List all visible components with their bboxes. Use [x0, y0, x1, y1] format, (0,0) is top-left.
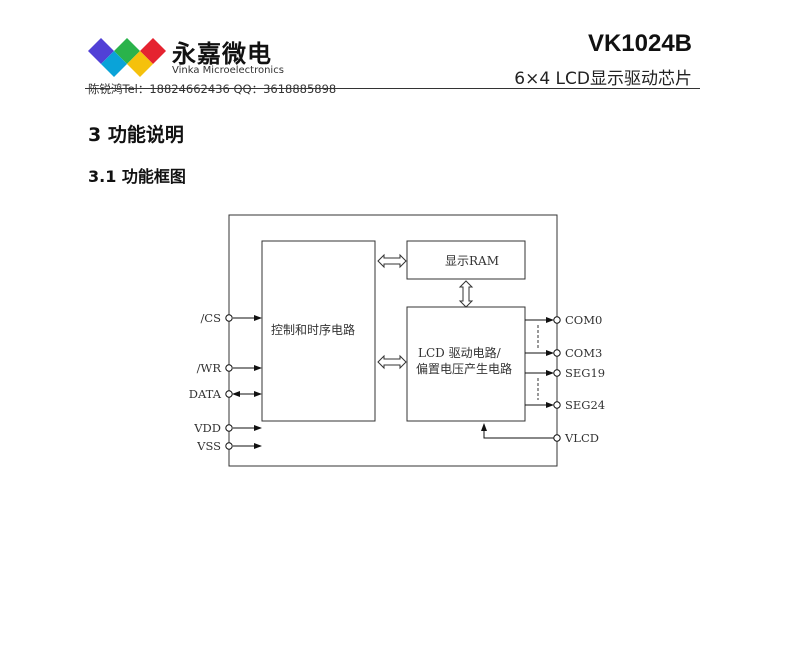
control-block: [261, 240, 376, 422]
brand-name-cn: 永嘉微电: [172, 40, 272, 68]
pin-vss: VSS: [196, 439, 221, 453]
pin-terminal-icon: [553, 349, 561, 357]
vinka-logo-icon: [88, 38, 166, 77]
ram-block-label: 显示RAM: [445, 254, 499, 268]
document-subtitle: 6×4 LCD显示驱动芯片: [514, 69, 692, 89]
section-heading: 3 功能说明: [88, 124, 184, 146]
pin-terminal-icon: [225, 442, 233, 450]
pin-data: DATA: [189, 387, 222, 401]
pin-com3: COM3: [565, 346, 602, 360]
bus-arrow-vertical: [458, 280, 474, 308]
pin-terminal-icon: [553, 369, 561, 377]
header-divider: [85, 88, 700, 89]
pin-terminal-icon: [225, 364, 233, 372]
pin-terminal-icon: [225, 390, 233, 398]
pin-vdd: VDD: [193, 421, 221, 435]
pin-com0: COM0: [565, 313, 602, 327]
pin-wr: /WR: [197, 361, 222, 375]
pin-terminal-icon: [553, 401, 561, 409]
lcd-block-label-2: 偏置电压产生电路: [416, 361, 512, 376]
control-block-label: 控制和时序电路: [271, 322, 355, 337]
pin-seg24: SEG24: [565, 398, 605, 412]
pin-seg19: SEG19: [565, 366, 605, 380]
pin-terminal-icon: [225, 314, 233, 322]
pin-terminal-icon: [225, 424, 233, 432]
pin-terminal-icon: [553, 316, 561, 324]
pin-terminal-icon: [553, 434, 561, 442]
pin-cs: /CS: [200, 311, 221, 325]
bus-arrow-ram: [377, 253, 407, 269]
ram-block: [406, 240, 526, 280]
subsection-heading: 3.1 功能框图: [88, 167, 186, 186]
part-number: VK1024B: [587, 30, 692, 57]
chip-outline: [228, 214, 558, 467]
bus-arrow-lcd: [377, 354, 407, 370]
lcd-block-label-1: LCD 驱动电路/: [418, 345, 502, 360]
contact-info: 陈锐鸿Tel：18824662436 QQ：3618885898: [88, 82, 337, 96]
pin-vlcd: VLCD: [564, 431, 599, 445]
brand-name-en: Vinka Microelectronics: [172, 65, 284, 76]
